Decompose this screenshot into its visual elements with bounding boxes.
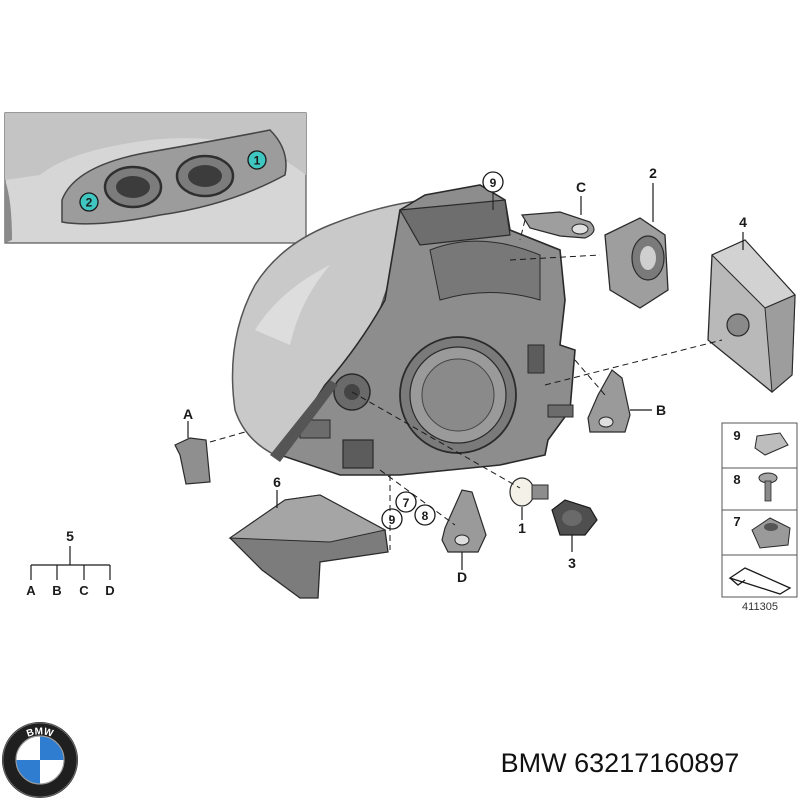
dash-line-d: [379, 469, 456, 526]
part-2-led-module: 2: [604, 165, 669, 309]
label-d: D: [457, 569, 467, 585]
dash-line-b: [574, 359, 606, 396]
tree-leaf-a: A: [26, 583, 36, 598]
callout-8-text: 8: [422, 509, 429, 523]
bracket-d-hole: [454, 534, 470, 546]
control-unit-connector: [726, 313, 750, 337]
label-2: 2: [649, 165, 657, 181]
bulb-base: [531, 484, 549, 500]
lens-highlight: [255, 265, 330, 345]
tree-leaf-c: C: [79, 583, 89, 598]
legend-label-7: 7: [733, 514, 740, 529]
dash-line-2: [509, 254, 601, 261]
legend-label-9: 9: [733, 428, 740, 443]
dash-line-4: [544, 339, 723, 386]
small-parts-legend: 9 8 7 411305: [721, 422, 798, 613]
callout-7-text: 7: [403, 496, 410, 510]
label-c: C: [576, 179, 586, 195]
led-module-lens: [640, 246, 656, 270]
legend-grommet: [751, 517, 791, 549]
label-3: 3: [568, 555, 576, 571]
callout-9-top: 9: [482, 171, 504, 210]
socket-center: [562, 510, 582, 526]
bracket-c-hole: [571, 223, 589, 235]
inset-lamp-left-inner: [116, 176, 150, 198]
housing-adjuster-right: [547, 404, 574, 418]
inset-grille-edge: [5, 180, 12, 243]
bmw-logo-quadrant-tr: [40, 736, 64, 760]
legend-label-8: 8: [733, 472, 740, 487]
label-b: B: [656, 402, 666, 418]
label-1: 1: [518, 520, 526, 536]
inset-lamp-right-inner: [188, 165, 222, 187]
headlight-assembly: [231, 184, 576, 476]
callout-7-circle: [395, 491, 417, 513]
callout-group-789: 7 8 9: [381, 491, 436, 530]
bmw-logo-inner-rim: [15, 735, 65, 785]
part-4-control-unit: 4: [707, 214, 796, 394]
low-beam-center: [421, 358, 495, 432]
part-d-bracket: D: [441, 489, 487, 585]
callout-9-top-text: 9: [490, 176, 497, 190]
diagram-reference-number: 411305: [742, 601, 778, 613]
dash-line-1: [351, 391, 521, 489]
bracket-d-body: [441, 489, 487, 553]
legend-cell-8: [721, 467, 798, 511]
label-6: 6: [273, 474, 281, 490]
inset-callout-1-text: 1: [254, 154, 261, 168]
part-c-bracket: C: [520, 179, 595, 239]
part-a-bracket: A: [174, 406, 211, 485]
hierarchy-tree: 5 A B C D: [26, 528, 114, 598]
bracket-b-body: [587, 369, 631, 433]
housing-connector: [342, 439, 374, 469]
bulb-glass: [509, 477, 535, 507]
housing-strut: [270, 380, 338, 462]
legend-screw-shaft: [764, 480, 772, 502]
part-6-cover: 6: [228, 474, 389, 599]
callout-9-bottom-circle: [381, 508, 403, 530]
bmw-logo: BMW: [2, 722, 78, 798]
assembly-lines: [209, 219, 723, 550]
bmw-logo-letters: BMW: [25, 726, 55, 740]
cover-top: [228, 494, 387, 543]
housing-side-connector: [527, 344, 545, 374]
callout-9-bottom-text: 9: [389, 513, 396, 527]
part-caption: BMW 63217160897: [501, 748, 740, 778]
bmw-logo-quadrant-bl: [16, 760, 40, 784]
tree-leaf-b: B: [52, 583, 61, 598]
dash-line-c: [519, 219, 526, 241]
dash-line-a: [209, 431, 246, 443]
part-1-bulb: 1: [509, 477, 549, 536]
legend-arrow-fold: [729, 577, 746, 586]
label-4: 4: [739, 214, 747, 230]
legend-grommet-hole: [764, 523, 778, 531]
bracket-b-hole: [598, 416, 614, 428]
bracket-a-body: [174, 437, 211, 485]
housing-top: [399, 199, 511, 246]
label-a: A: [183, 406, 193, 422]
inset-callout-2: [79, 192, 99, 212]
part-b-bracket: B: [587, 369, 666, 433]
inset-car-view: 2 1: [4, 112, 307, 244]
callout-8-circle: [414, 504, 436, 526]
legend-arrow-shape: [728, 567, 792, 595]
inset-callout-1: [247, 150, 267, 170]
tree-leaf-d: D: [105, 583, 114, 598]
inset-callout-2-text: 2: [86, 196, 93, 210]
bmw-logo-rim: [2, 722, 78, 798]
legend-clip-nut: [754, 432, 789, 456]
part-3-socket: 3: [551, 499, 598, 571]
housing-upper-panel: [429, 240, 541, 301]
control-unit-side: [764, 294, 796, 394]
tree-root-label: 5: [66, 528, 74, 544]
inset-hood: [5, 113, 306, 180]
